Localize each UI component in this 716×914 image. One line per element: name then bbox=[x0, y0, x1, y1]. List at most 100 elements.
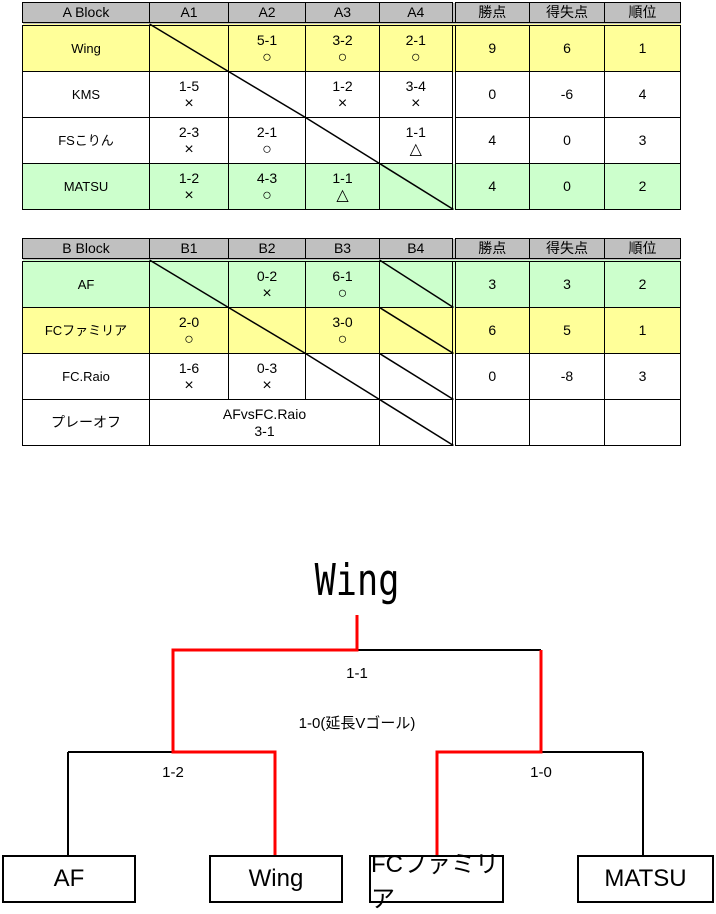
match-result: × bbox=[184, 140, 194, 158]
match-score: 1-2 bbox=[332, 77, 353, 94]
team-box-wing: Wing bbox=[209, 855, 343, 903]
match-score: 6-1 bbox=[332, 267, 353, 284]
match-result: △ bbox=[409, 140, 422, 158]
match-cell: 4-3○ bbox=[228, 163, 306, 210]
header-7: 順位 bbox=[604, 238, 681, 262]
match-cell: 2-1○ bbox=[379, 23, 454, 72]
points-cell: 0 bbox=[451, 353, 530, 400]
points-cell: 0 bbox=[451, 71, 530, 118]
match-score: 3-4 bbox=[405, 77, 426, 94]
match-result: × bbox=[262, 376, 272, 394]
header-6: 得失点 bbox=[529, 238, 605, 262]
match-score: 0-3 bbox=[256, 359, 278, 376]
final-score: 1-1 bbox=[346, 665, 368, 682]
header-5: 勝点 bbox=[451, 238, 530, 262]
diff-cell: 0 bbox=[529, 163, 605, 210]
match-score: 1-6 bbox=[178, 359, 200, 376]
team-box-af: AF bbox=[2, 855, 136, 903]
empty-cell bbox=[604, 399, 681, 446]
match-result: × bbox=[337, 94, 348, 112]
points-cell: 6 bbox=[451, 307, 530, 354]
match-result: × bbox=[184, 94, 194, 112]
match-cell: 3-0○ bbox=[305, 307, 380, 354]
match-result: △ bbox=[336, 186, 349, 204]
match-result: ○ bbox=[337, 48, 348, 66]
semi-right-score: 1-0 bbox=[530, 764, 552, 781]
header-1: A1 bbox=[149, 2, 229, 26]
diff-cell: 5 bbox=[529, 307, 605, 354]
rank-cell: 1 bbox=[604, 23, 681, 72]
header-5: 勝点 bbox=[451, 2, 530, 26]
empty-cell bbox=[451, 399, 530, 446]
rank-cell: 3 bbox=[604, 117, 681, 164]
winner-path-right bbox=[435, 650, 543, 855]
playoff-match: AFvsFC.Raio bbox=[222, 405, 307, 422]
header-4: A4 bbox=[379, 2, 454, 26]
match-result: ○ bbox=[410, 48, 421, 66]
match-result: ○ bbox=[262, 186, 272, 204]
match-cell: 6-1○ bbox=[305, 259, 380, 308]
match-score: 2-1 bbox=[405, 31, 426, 48]
match-result: ○ bbox=[262, 140, 272, 158]
semi-left-score: 1-2 bbox=[162, 764, 184, 781]
match-cell: 1-2× bbox=[149, 163, 229, 210]
playoff-label: プレーオフ bbox=[22, 399, 150, 446]
header-2: A2 bbox=[228, 2, 306, 26]
team-name: KMS bbox=[22, 71, 150, 118]
match-score: 0-2 bbox=[256, 267, 278, 284]
diff-cell: 6 bbox=[529, 23, 605, 72]
header-2: B2 bbox=[228, 238, 306, 262]
match-score: 2-1 bbox=[256, 123, 278, 140]
rank-cell: 2 bbox=[604, 163, 681, 210]
match-cell: 1-2× bbox=[305, 71, 380, 118]
match-result: ○ bbox=[337, 284, 348, 302]
header-7: 順位 bbox=[604, 2, 681, 26]
rank-cell: 2 bbox=[604, 259, 681, 308]
team-box-fc-familia: FCファミリア bbox=[369, 851, 504, 913]
header-0: B Block bbox=[22, 238, 150, 262]
winner-path-left bbox=[171, 615, 359, 855]
match-score: 2-0 bbox=[178, 313, 200, 330]
match-cell: 2-0○ bbox=[149, 307, 229, 354]
match-cell: 1-6× bbox=[149, 353, 229, 400]
match-score: 3-2 bbox=[332, 31, 353, 48]
match-score: 1-5 bbox=[178, 77, 200, 94]
header-3: A3 bbox=[305, 2, 380, 26]
final-extra-score: 1-0(延長Vゴール) bbox=[298, 715, 416, 732]
match-score: 1-1 bbox=[405, 123, 426, 140]
match-result: × bbox=[184, 376, 194, 394]
header-1: B1 bbox=[149, 238, 229, 262]
header-0: A Block bbox=[22, 2, 150, 26]
header-3: B3 bbox=[305, 238, 380, 262]
team-name: AF bbox=[22, 259, 150, 308]
match-score: 5-1 bbox=[256, 31, 278, 48]
points-cell: 4 bbox=[451, 117, 530, 164]
match-result: ○ bbox=[337, 330, 348, 348]
match-cell: 0-2× bbox=[228, 259, 306, 308]
match-score: 1-2 bbox=[178, 169, 200, 186]
match-cell: 1-1△ bbox=[379, 117, 454, 164]
match-result: × bbox=[411, 94, 421, 112]
team-box-matsu: MATSU bbox=[577, 855, 714, 903]
match-score: 3-0 bbox=[332, 313, 353, 330]
match-result: × bbox=[184, 186, 194, 204]
team-name: Wing bbox=[22, 23, 150, 72]
match-result: ○ bbox=[184, 330, 194, 348]
champion-label: Wing bbox=[314, 555, 400, 606]
match-cell: 1-5× bbox=[149, 71, 229, 118]
playoff-score: 3-1 bbox=[254, 422, 275, 439]
match-score: 1-1 bbox=[332, 169, 353, 186]
match-score: 4-3 bbox=[256, 169, 278, 186]
match-result: ○ bbox=[262, 48, 272, 66]
match-score: 2-3 bbox=[178, 123, 200, 140]
header-6: 得失点 bbox=[529, 2, 605, 26]
match-result: × bbox=[262, 284, 272, 302]
points-cell: 4 bbox=[451, 163, 530, 210]
header-4: B4 bbox=[379, 238, 454, 262]
